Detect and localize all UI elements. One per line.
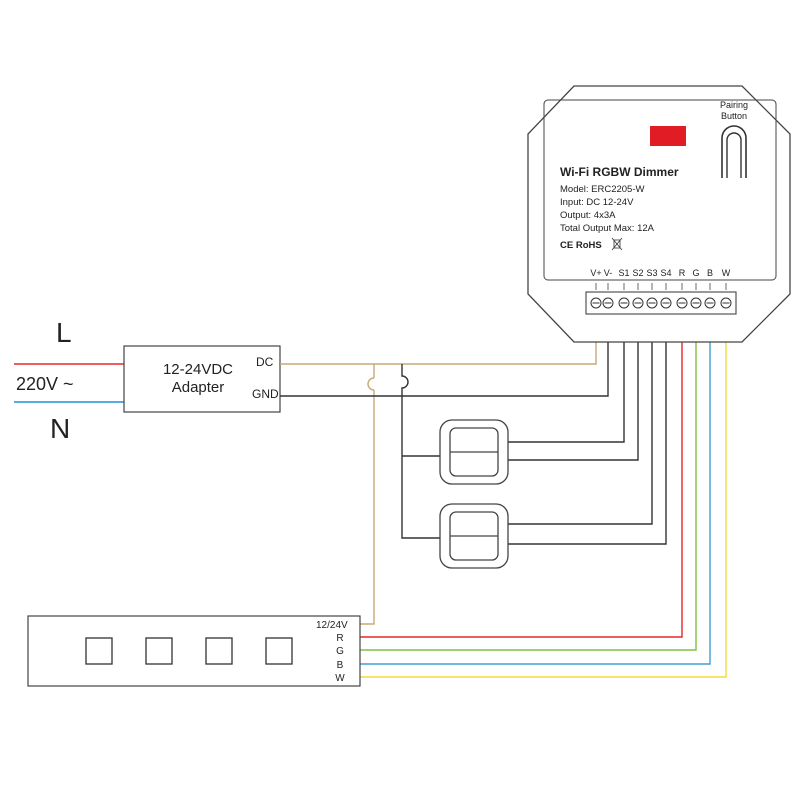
pairing-label-2: Button xyxy=(721,111,747,121)
spec-output: Output: 4x3A xyxy=(560,210,616,221)
live-label: L xyxy=(56,317,72,348)
strip-power-label: 12/24V xyxy=(316,620,348,631)
push-switch-2 xyxy=(439,503,509,569)
wifi-rgbw-dimmer: Pairing Button Wi-Fi RGBW Dimmer Model: … xyxy=(527,85,791,343)
white-channel-wire xyxy=(360,300,727,678)
s1-wire xyxy=(504,300,625,443)
led-chip-1 xyxy=(85,637,113,665)
terminal-label-s3: S3 xyxy=(646,268,657,278)
spec-input: Input: DC 12-24V xyxy=(560,197,634,208)
terminal-label-s1: S1 xyxy=(618,268,629,278)
terminal-screws xyxy=(590,297,732,309)
terminal-label-r: R xyxy=(679,268,686,278)
terminal-label-vplus: V+ xyxy=(590,268,601,278)
dimmer-housing xyxy=(527,85,791,343)
led-chip-4 xyxy=(265,637,293,665)
green-channel-wire xyxy=(360,300,697,651)
led-strip-body xyxy=(27,615,361,687)
gnd-wire-switch-bus xyxy=(401,364,446,539)
blue-channel-wire xyxy=(360,300,711,665)
pairing-label-1: Pairing xyxy=(720,100,748,110)
push-switch-1 xyxy=(439,419,509,485)
adapter-line2: Adapter xyxy=(172,379,225,396)
strip-label-r: R xyxy=(336,633,343,644)
adapter-box xyxy=(123,345,281,413)
terminal-label-b: B xyxy=(707,268,713,278)
strip-label-b: B xyxy=(337,660,344,671)
adapter-line1: 12-24VDC xyxy=(163,361,233,378)
mains-input: L 220V ~ N xyxy=(14,317,124,444)
weee-bin-icon xyxy=(611,237,623,251)
s3-wire xyxy=(504,300,653,525)
spec-model: Model: ERC2205-W xyxy=(560,184,645,195)
led-chip-3 xyxy=(205,637,233,665)
certification-marks: CE RoHS xyxy=(560,240,602,251)
channel-wires xyxy=(360,300,727,678)
terminal-label-g: G xyxy=(692,268,699,278)
status-indicator-led xyxy=(650,126,686,146)
s2-wire xyxy=(504,300,639,461)
led-strip: 12/24V R G B W xyxy=(27,615,361,687)
dimmer-title: Wi-Fi RGBW Dimmer xyxy=(560,165,679,179)
gnd-wire xyxy=(280,300,609,539)
terminal-label-w: W xyxy=(722,268,731,278)
adapter-gnd-label: GND xyxy=(252,387,279,401)
pairing-button[interactable] xyxy=(721,125,747,178)
led-chip-2 xyxy=(145,637,173,665)
adapter-dc-label: DC xyxy=(256,355,274,369)
dimmer-label-panel xyxy=(543,99,777,281)
voltage-label: 220V ~ xyxy=(16,374,74,394)
red-channel-wire xyxy=(360,300,683,638)
switch-wires xyxy=(504,300,667,545)
terminal-label-s2: S2 xyxy=(632,268,643,278)
dc-wire xyxy=(280,300,597,625)
dc-wire-crossover xyxy=(367,377,375,391)
s4-wire xyxy=(504,300,667,545)
spec-total-output: Total Output Max: 12A xyxy=(560,223,655,234)
strip-label-g: G xyxy=(336,646,344,657)
power-adapter: 12-24VDC Adapter DC GND xyxy=(123,345,281,413)
dc-wire-to-strip xyxy=(360,390,375,625)
terminal-label-vminus: V- xyxy=(604,268,613,278)
strip-label-w: W xyxy=(335,673,345,684)
terminal-label-s4: S4 xyxy=(660,268,671,278)
neutral-label: N xyxy=(50,413,70,444)
